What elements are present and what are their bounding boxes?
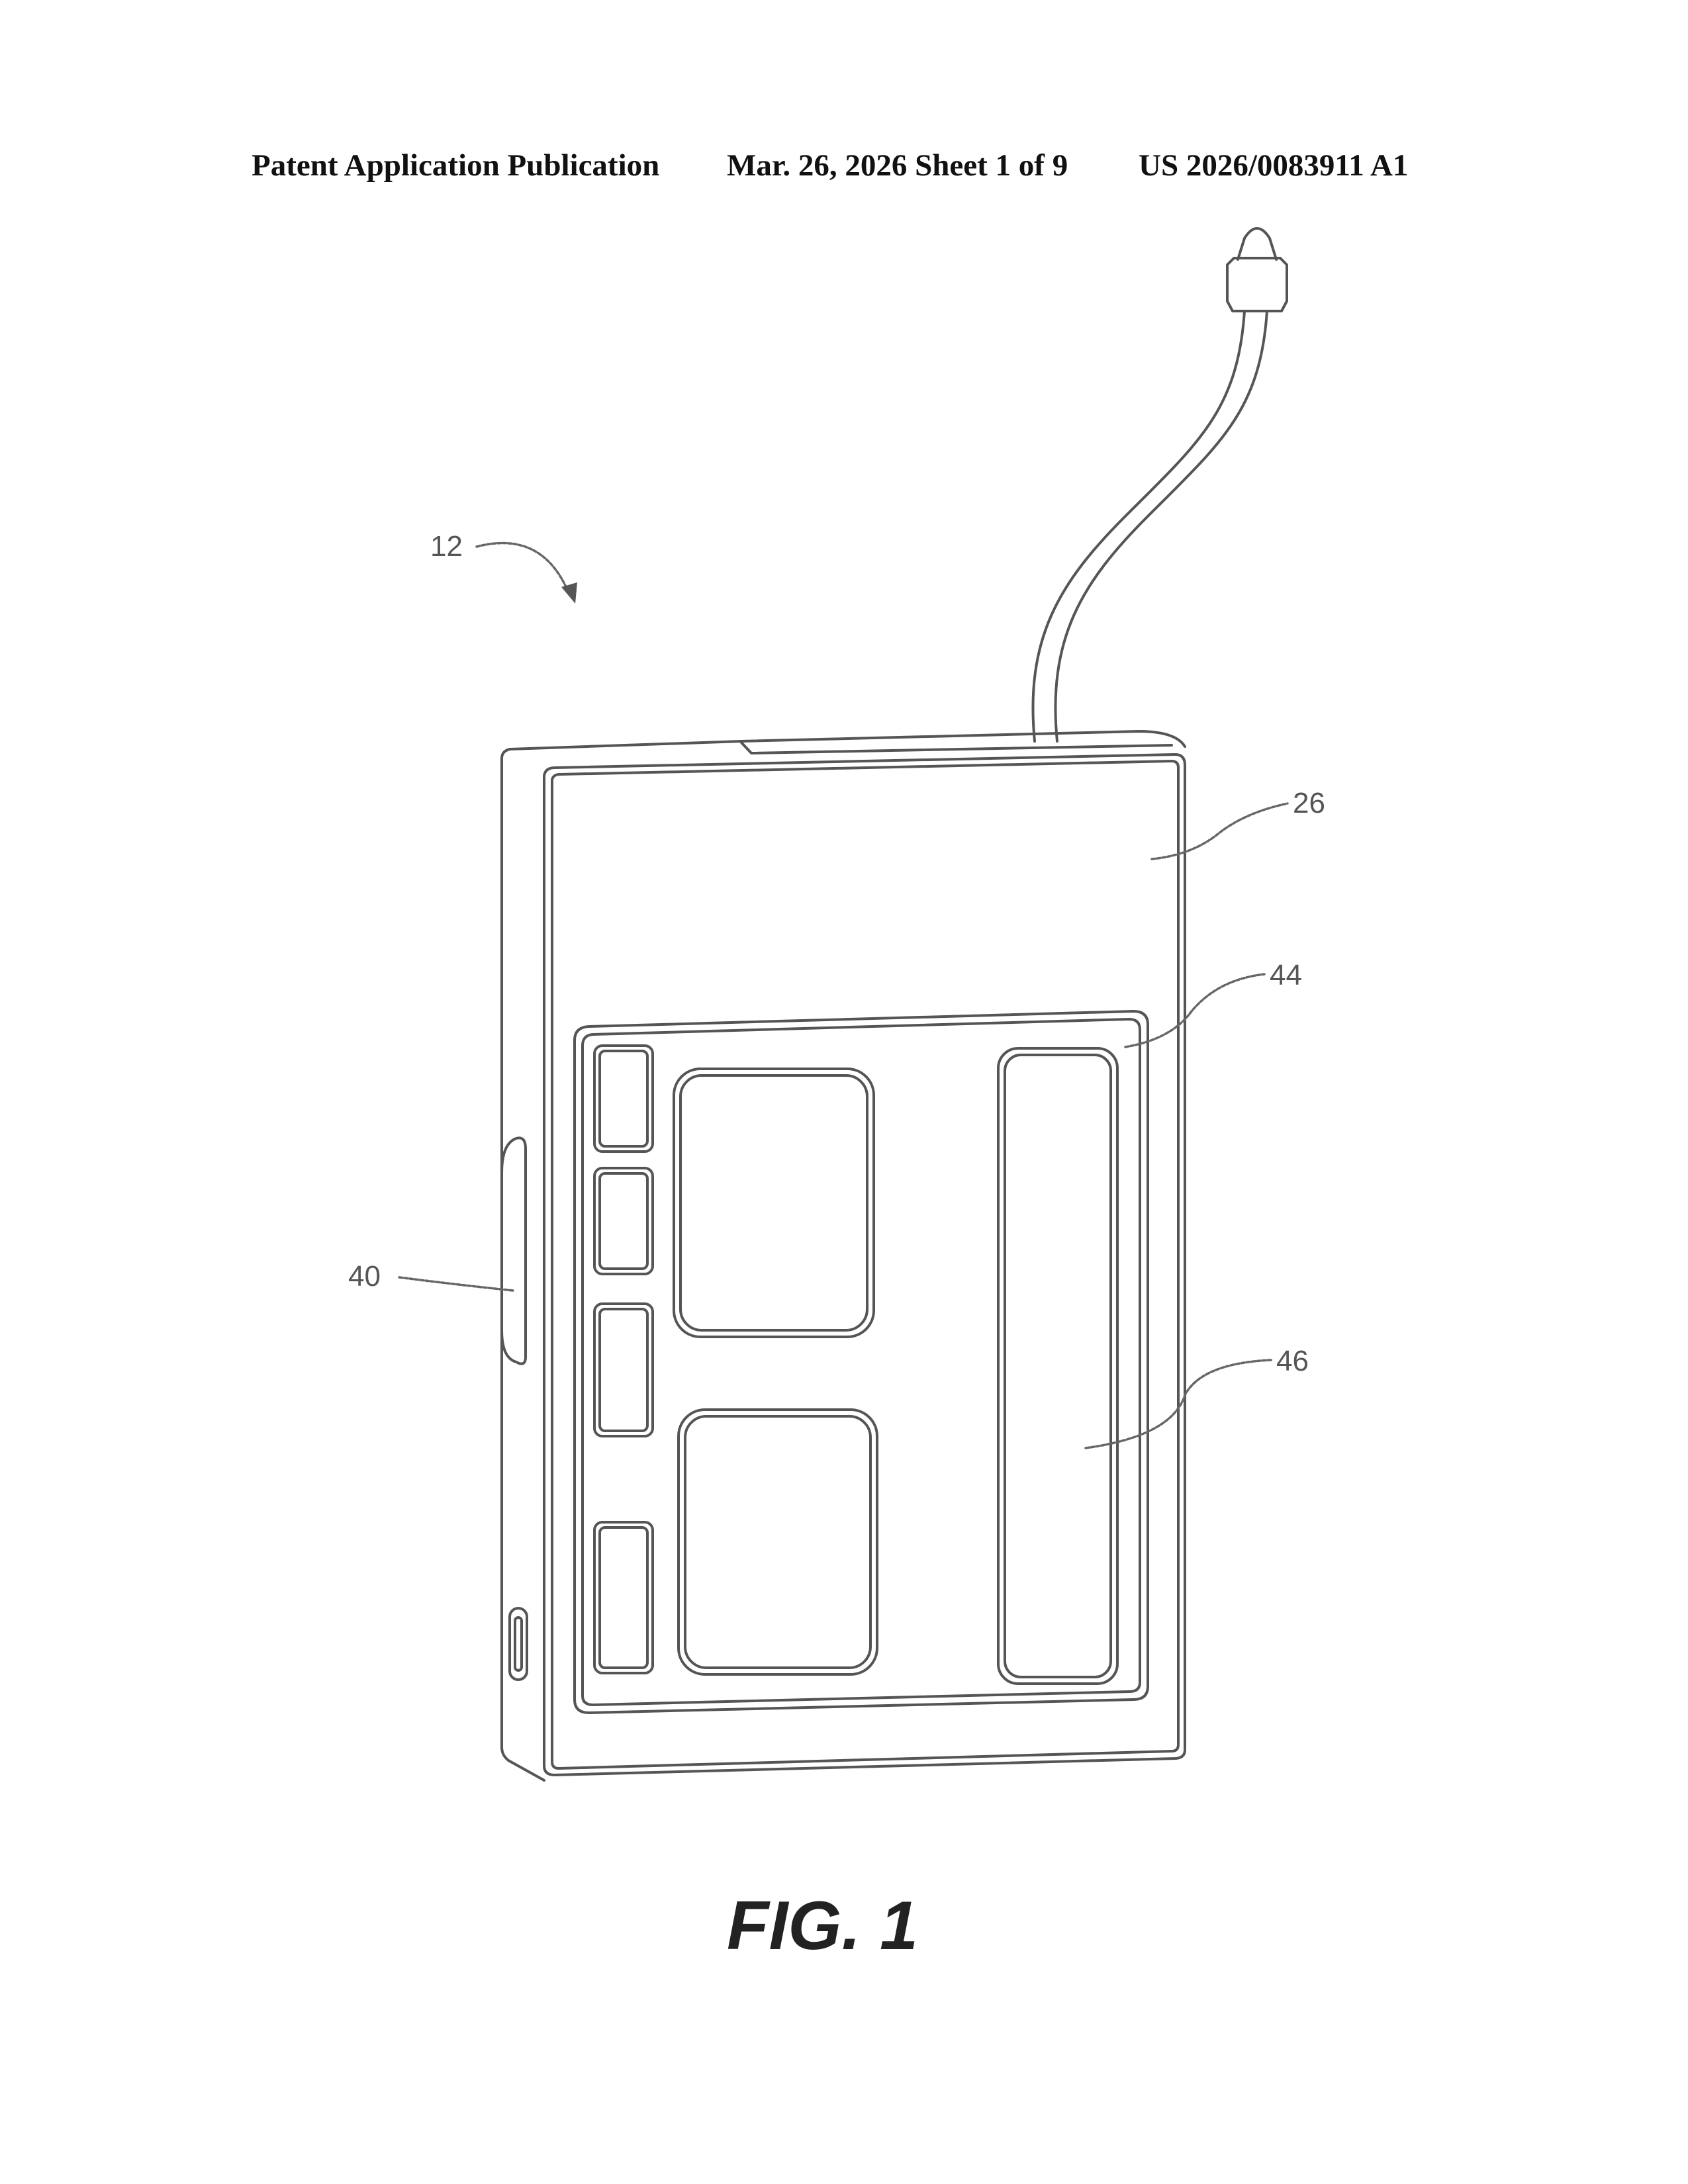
- ref-12-label: 12: [430, 530, 463, 563]
- ref-12-callout: 12: [430, 530, 577, 604]
- ref-40-label: 40: [348, 1260, 381, 1293]
- ref-44-label: 44: [1270, 959, 1302, 991]
- ref-46-callout: 46: [1086, 1345, 1309, 1448]
- ref-12-leader: [477, 543, 569, 594]
- cable-tip-connector: [1227, 228, 1287, 311]
- ref-26-leader: [1152, 803, 1288, 859]
- ref-46-label: 46: [1276, 1345, 1309, 1377]
- cable: [1033, 311, 1267, 741]
- ref-40-callout: 40: [348, 1260, 513, 1293]
- panel-key-4: [594, 1522, 653, 1673]
- figure-label: FIG. 1: [727, 1888, 918, 1964]
- device-housing: [502, 731, 1185, 1780]
- panel-key-3: [594, 1304, 653, 1436]
- ref-12-arrowhead: [561, 582, 577, 604]
- display-region: [998, 1048, 1117, 1684]
- side-port: [510, 1608, 527, 1680]
- display-panel: [575, 1011, 1148, 1713]
- ref-44-leader: [1125, 974, 1264, 1047]
- panel-window-lower: [679, 1410, 877, 1674]
- ref-40-leader: [399, 1277, 513, 1291]
- ref-26-label: 26: [1293, 787, 1325, 819]
- panel-window-upper: [674, 1069, 874, 1337]
- ref-44-callout: 44: [1125, 959, 1302, 1047]
- panel-key-1: [594, 1046, 653, 1152]
- panel-key-2: [594, 1168, 653, 1274]
- side-button: [502, 1138, 526, 1363]
